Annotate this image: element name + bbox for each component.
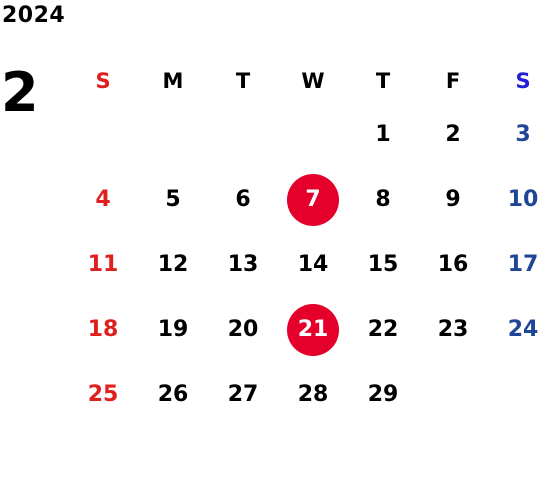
week-row: 1 2 3 xyxy=(68,102,548,167)
day-cell[interactable]: 19 xyxy=(157,317,189,342)
day-cell[interactable]: 4 xyxy=(95,187,111,212)
day-cell[interactable]: 2 xyxy=(445,122,461,147)
day-cell[interactable]: 18 xyxy=(87,317,119,342)
month-number: 2 xyxy=(1,61,39,124)
day-cell xyxy=(208,102,278,167)
week-row: 25 26 27 28 29 xyxy=(68,362,548,427)
day-cell[interactable]: 27 xyxy=(227,382,259,407)
day-cell-highlighted[interactable]: 21 xyxy=(278,297,348,362)
day-cell[interactable]: 29 xyxy=(367,382,399,407)
day-cell xyxy=(418,362,488,427)
day-cell[interactable]: 26 xyxy=(157,382,189,407)
day-cell[interactable]: 12 xyxy=(157,252,189,277)
day-cell[interactable]: 10 xyxy=(507,187,539,212)
day-cell xyxy=(488,362,548,427)
day-cell[interactable]: 11 xyxy=(87,252,119,277)
day-cell[interactable]: 13 xyxy=(227,252,259,277)
day-cell[interactable]: 17 xyxy=(507,252,539,277)
day-cell[interactable]: 1 xyxy=(375,122,391,147)
weekday-header-row: S M T W T F S xyxy=(68,60,548,102)
day-cell[interactable]: 8 xyxy=(375,187,391,212)
day-cell xyxy=(138,102,208,167)
weekday-header-fri: F xyxy=(445,69,461,93)
weekday-header-thu: T xyxy=(375,69,391,93)
day-cell[interactable]: 15 xyxy=(367,252,399,277)
day-cell[interactable]: 3 xyxy=(515,122,531,147)
day-cell[interactable]: 20 xyxy=(227,317,259,342)
day-cell[interactable]: 22 xyxy=(367,317,399,342)
day-cell[interactable]: 24 xyxy=(507,317,539,342)
day-cell[interactable]: 28 xyxy=(297,382,329,407)
day-cell[interactable]: 23 xyxy=(437,317,469,342)
day-cell[interactable]: 9 xyxy=(445,187,461,212)
calendar-grid: S M T W T F S 1 2 3 4 5 6 7 8 9 10 11 12… xyxy=(68,60,548,427)
day-cell xyxy=(278,102,348,167)
weekday-header-tue: T xyxy=(235,69,251,93)
week-row: 11 12 13 14 15 16 17 xyxy=(68,232,548,297)
weekday-header-wed: W xyxy=(301,69,325,93)
day-cell[interactable]: 6 xyxy=(235,187,251,212)
day-cell xyxy=(68,102,138,167)
day-cell[interactable]: 16 xyxy=(437,252,469,277)
day-cell-highlighted[interactable]: 7 xyxy=(278,167,348,232)
day-cell[interactable]: 14 xyxy=(297,252,329,277)
week-row: 18 19 20 21 22 23 24 xyxy=(68,297,548,362)
year-label: 2024 xyxy=(2,3,66,28)
weekday-header-mon: M xyxy=(162,69,184,93)
day-cell[interactable]: 5 xyxy=(165,187,181,212)
week-row: 4 5 6 7 8 9 10 xyxy=(68,167,548,232)
weekday-header-sun: S xyxy=(95,69,111,93)
weekday-header-sat: S xyxy=(515,69,531,93)
day-cell[interactable]: 25 xyxy=(87,382,119,407)
